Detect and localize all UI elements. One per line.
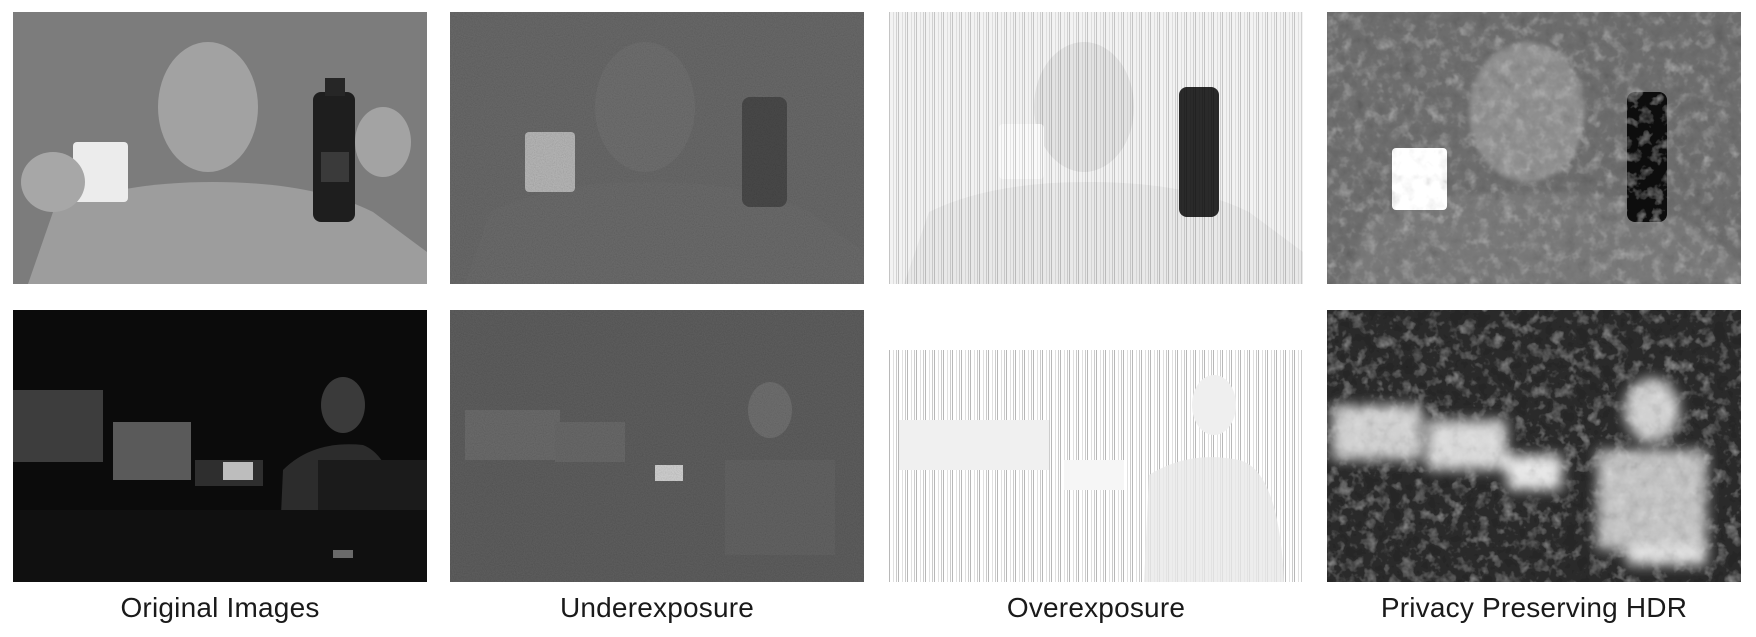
underexposure-image-row2: [450, 310, 864, 582]
column-label-original: Original Images: [120, 592, 320, 623]
original-image-row1: [13, 12, 427, 284]
column-label-overexposure: Overexposure: [1006, 592, 1186, 623]
privacy-preserving-hdr-image-row1: [1327, 12, 1741, 284]
column-label-privacy-preserving-hdr: Privacy Preserving HDR: [1380, 592, 1688, 623]
original-image-row2: [13, 310, 427, 582]
privacy-preserving-hdr-image-row2: [1327, 310, 1741, 582]
overexposure-image-row1: [889, 12, 1303, 284]
column-label-underexposure: Underexposure: [559, 592, 755, 623]
underexposure-image-row1: [450, 12, 864, 284]
overexposure-image-row2: [889, 310, 1303, 582]
